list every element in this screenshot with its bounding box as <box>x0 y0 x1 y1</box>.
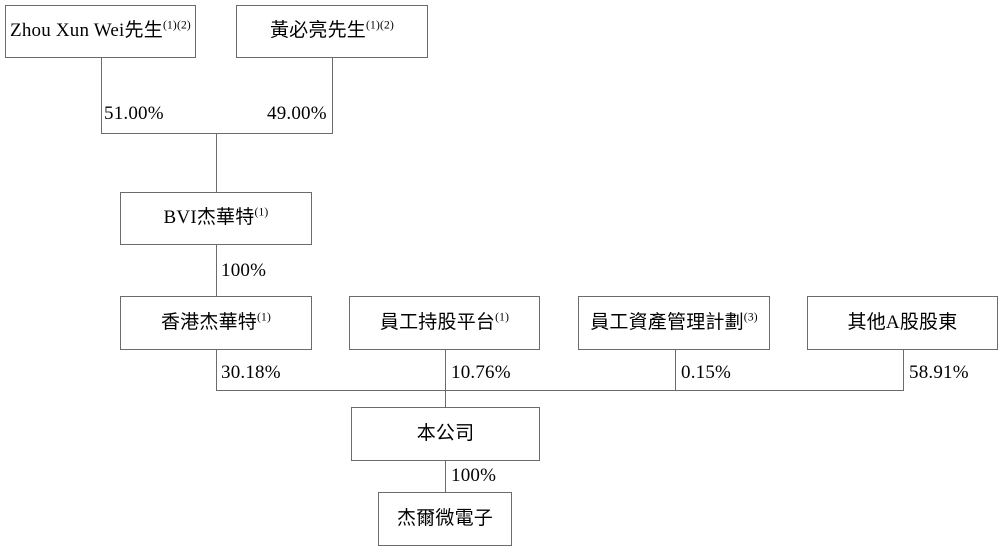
node-box-other-a-share-holders[interactable]: 其他A股股東 <box>807 296 998 350</box>
percent-label-100-company-jewei: 100% <box>451 465 497 486</box>
edge-company-to-jeweimicro <box>445 461 447 492</box>
node-label: Zhou Xun Wei先生(1)(2) <box>10 19 191 42</box>
node-label-superscript: (1) <box>254 206 269 219</box>
edge-huang-to-bus <box>332 58 334 134</box>
node-label-superscript: (1) <box>495 311 510 324</box>
node-label: 其他A股股東 <box>847 311 958 334</box>
edge-bus-middle <box>216 390 904 392</box>
node-label-superscript: (1)(2) <box>162 19 191 32</box>
node-label-text: 香港杰華特 <box>160 311 257 333</box>
node-box-jewei-microelectronics[interactable]: 杰爾微電子 <box>378 492 512 546</box>
percent-label-015: 0.15% <box>681 362 732 383</box>
node-label: 員工持股平台(1) <box>379 311 510 334</box>
node-label: 本公司 <box>416 422 475 445</box>
edge-othera-to-bus <box>903 350 905 391</box>
edge-assetplan-to-bus <box>675 350 677 391</box>
edge-bus-to-company <box>445 390 447 407</box>
node-box-employee-shareholding-platform[interactable]: 員工持股平台(1) <box>349 296 540 350</box>
node-label-text: 員工持股平台 <box>379 311 496 333</box>
node-label: 員工資產管理計劃(3) <box>590 311 758 334</box>
edge-bus-to-bvi <box>216 133 218 192</box>
node-label: 杰爾微電子 <box>396 507 493 530</box>
node-label-text: Zhou Xun Wei先生 <box>10 20 163 42</box>
node-label-text: BVI杰華特 <box>163 207 255 229</box>
node-box-employee-asset-management-plan[interactable]: 員工資產管理計劃(3) <box>578 296 770 350</box>
percent-label-5891: 58.91% <box>909 362 969 383</box>
node-label: 黃必亮先生(1)(2) <box>269 19 395 42</box>
edge-zhou-to-bus <box>101 58 103 134</box>
percent-label-51: 51.00% <box>104 103 164 124</box>
node-label-text: 黃必亮先生 <box>269 20 366 42</box>
percent-label-100-bvi-hk: 100% <box>221 260 267 281</box>
node-box-huang-bi-liang[interactable]: 黃必亮先生(1)(2) <box>236 5 428 58</box>
node-label-text: 員工資產管理計劃 <box>590 311 744 333</box>
edge-bvi-to-hk <box>216 245 218 296</box>
edge-hk-to-bus <box>216 350 218 391</box>
node-label-text: 本公司 <box>416 422 475 444</box>
edge-esop-to-bus <box>445 350 447 391</box>
node-label-text: 其他A股股東 <box>847 311 958 333</box>
node-label-text: 杰爾微電子 <box>396 507 493 529</box>
percent-label-3018: 30.18% <box>221 362 281 383</box>
node-box-bvi-jiehuate[interactable]: BVI杰華特(1) <box>120 192 312 245</box>
node-box-zhou-xun-wei[interactable]: Zhou Xun Wei先生(1)(2) <box>5 5 196 58</box>
percent-label-1076: 10.76% <box>451 362 511 383</box>
node-label-superscript: (3) <box>743 311 758 324</box>
node-box-hongkong-jiehuate[interactable]: 香港杰華特(1) <box>120 296 312 350</box>
node-box-our-company[interactable]: 本公司 <box>351 407 540 461</box>
node-label-superscript: (1) <box>257 311 272 324</box>
node-label-superscript: (1)(2) <box>365 19 395 32</box>
node-label: BVI杰華特(1) <box>163 206 269 229</box>
node-label: 香港杰華特(1) <box>160 311 272 334</box>
percent-label-49: 49.00% <box>267 103 327 124</box>
